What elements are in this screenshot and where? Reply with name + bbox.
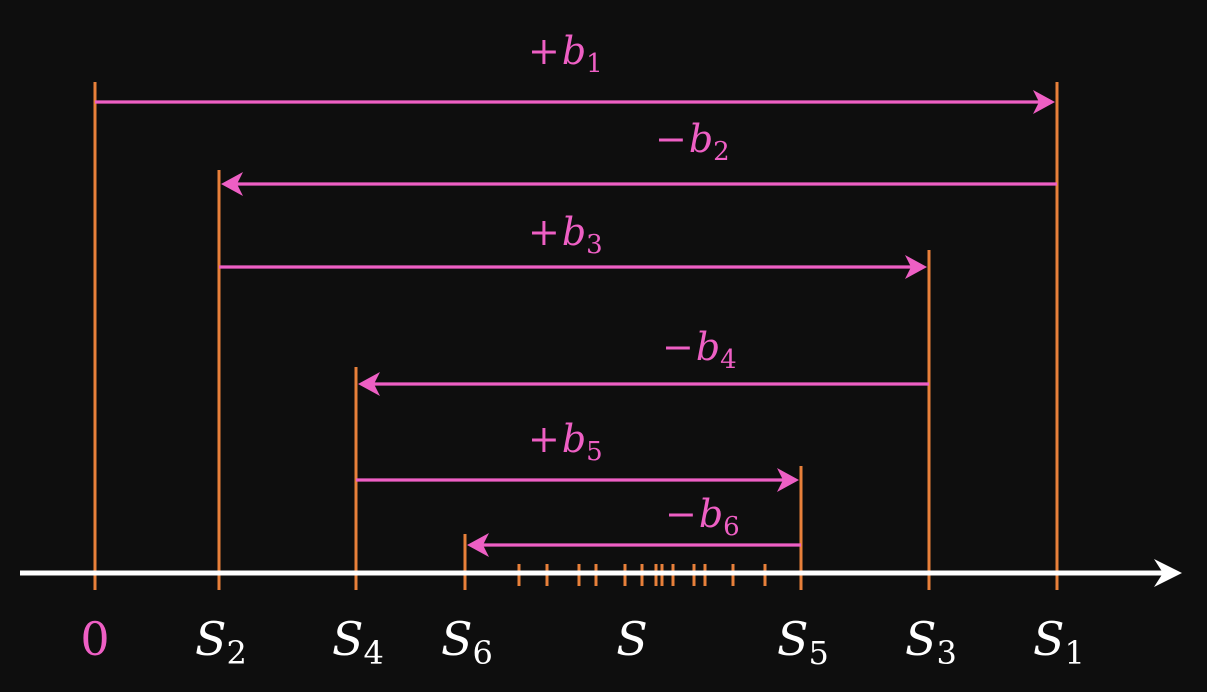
label-s5: S5 xyxy=(777,612,829,672)
arrowhead-icon xyxy=(1033,90,1055,114)
arrowhead-icon xyxy=(221,172,243,196)
arrow-label-b4: −b4 xyxy=(662,325,737,375)
arrow-label-b2: −b2 xyxy=(655,117,730,167)
arrowhead-icon xyxy=(358,372,380,396)
label-s1: S1 xyxy=(1033,612,1085,672)
label-s6: S6 xyxy=(441,612,493,672)
label-0: 0 xyxy=(80,612,109,666)
step-arrows: +b1 −b2 +b3 −b4 +b5 −b6 xyxy=(95,29,1057,557)
label-s3: S3 xyxy=(905,612,957,672)
axis-labels: 0 S2 S4 S6 S5 S3 S1 S xyxy=(80,612,1085,672)
arrow-label-b3: +b3 xyxy=(528,210,603,260)
number-line-axis xyxy=(20,559,1182,587)
arrowhead-icon xyxy=(905,255,927,279)
arrowhead-icon xyxy=(777,468,799,492)
arrow-label-b6: −b6 xyxy=(665,492,740,542)
arrow-label-b5: +b5 xyxy=(528,417,603,467)
arrowhead-icon xyxy=(467,533,489,557)
label-s2: S2 xyxy=(195,612,247,672)
arrow-label-b1: +b1 xyxy=(528,29,603,79)
label-s4: S4 xyxy=(332,612,384,672)
partial-sum-markers xyxy=(93,82,1059,590)
axis-arrowhead-icon xyxy=(1154,559,1182,587)
label-limit-s: S xyxy=(616,612,648,666)
